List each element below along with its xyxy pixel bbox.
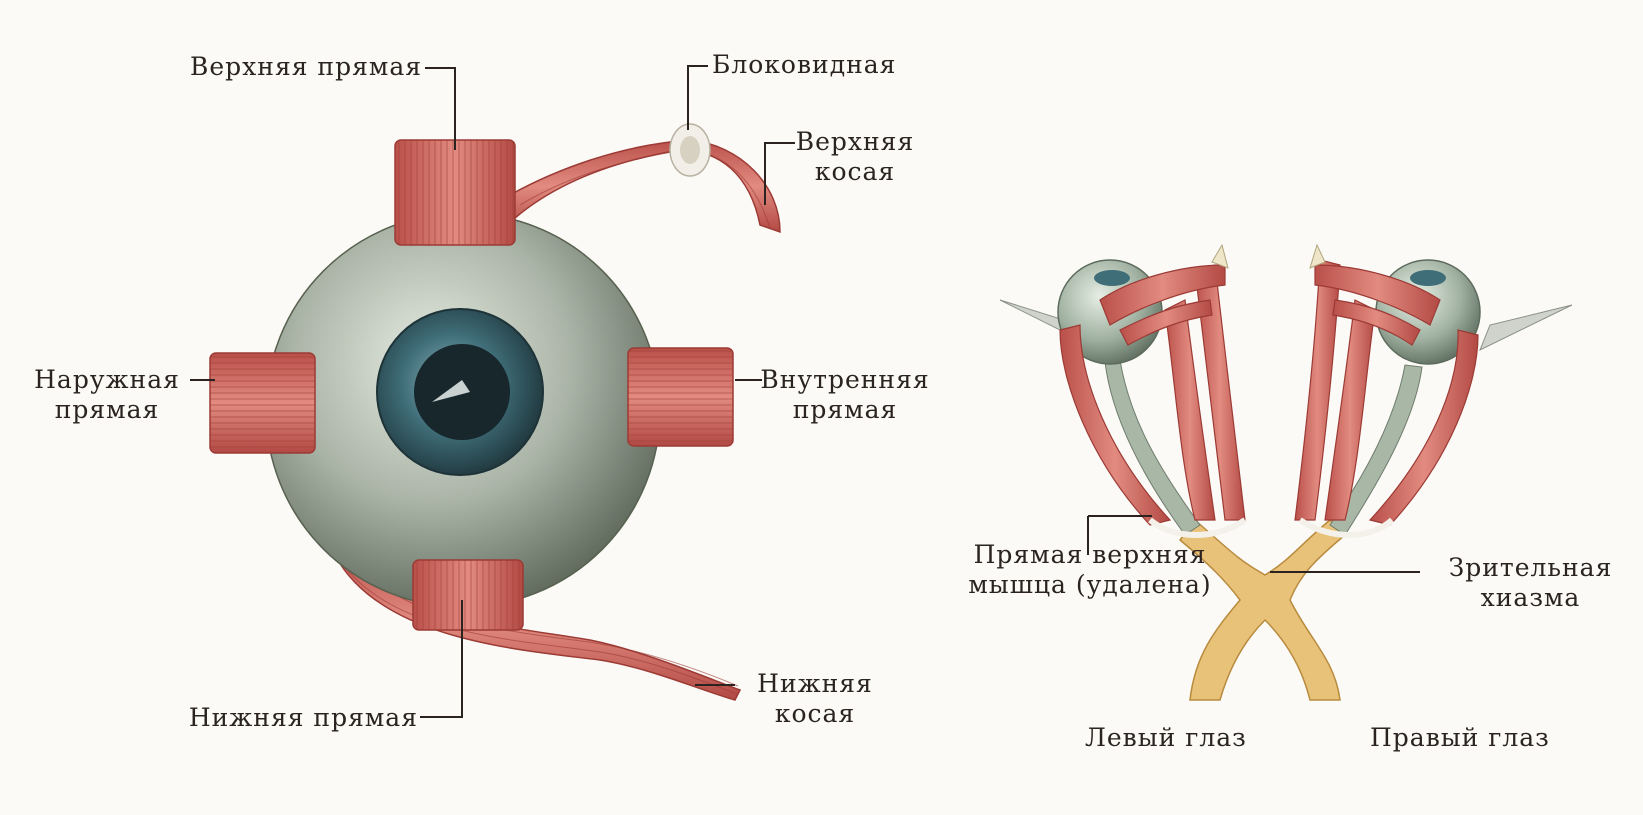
label-lateral-rectus: Наружная прямая [22,365,192,425]
orbit-diagram-group [1000,245,1572,700]
right-orbit-wedge [1480,305,1572,350]
label-chiasm-line2: хиазма [1418,583,1643,613]
label-removed-muscle: Прямая верхняя мышца (удалена) [960,540,1220,600]
label-removed-muscle-line1: Прямая верхняя [960,540,1220,570]
label-medial-rectus-line1: Внутренняя [760,365,930,395]
label-removed-muscle-line2: мышца (удалена) [960,570,1220,600]
label-inferior-oblique-line2: косая [740,699,890,729]
inferior-rectus-muscle [413,560,523,630]
label-inferior-oblique-line1: Нижняя [740,669,890,699]
label-medial-rectus-line2: прямая [760,395,930,425]
lateral-rectus-muscle [210,353,315,453]
label-lateral-rectus-line1: Наружная [22,365,192,395]
trochlea-pulley [670,124,710,176]
label-right-eye: Правый глаз [1370,723,1550,753]
medial-rectus-muscle [628,348,733,446]
label-lateral-rectus-line2: прямая [22,395,192,425]
label-superior-rectus: Верхняя прямая [150,52,422,82]
label-superior-oblique: Верхняя косая [790,127,920,187]
label-inferior-oblique: Нижняя косая [740,669,890,729]
superior-oblique-muscle [510,140,780,232]
label-superior-oblique-line2: косая [790,157,920,187]
label-chiasm: Зрительная хиазма [1418,553,1643,613]
label-left-eye: Левый глаз [1085,723,1247,753]
superior-rectus-muscle [395,140,515,245]
label-medial-rectus: Внутренняя прямая [760,365,930,425]
label-superior-oblique-line1: Верхняя [790,127,920,157]
large-eyeball-group [210,124,780,700]
label-chiasm-line1: Зрительная [1418,553,1643,583]
label-inferior-rectus: Нижняя прямая [150,703,418,733]
label-trochlea: Блоковидная [712,50,896,80]
